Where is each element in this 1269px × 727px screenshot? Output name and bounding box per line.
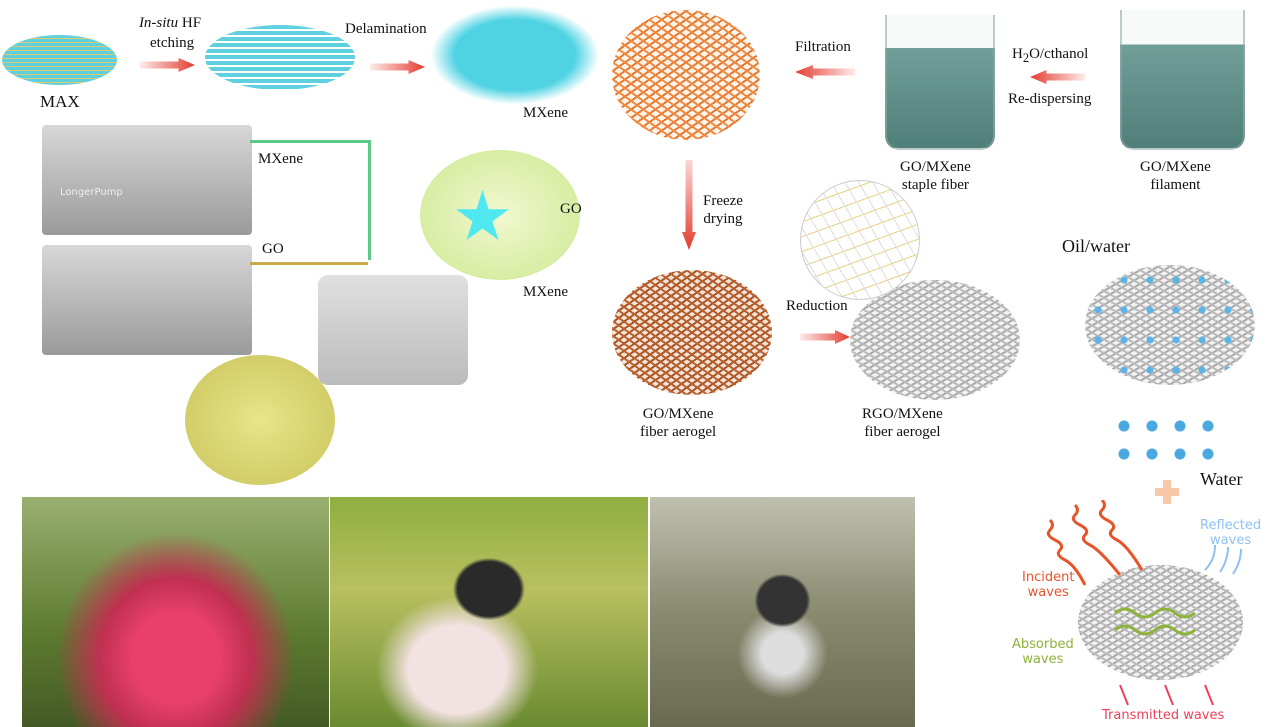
photo-aerogel-on-dandelion (650, 497, 915, 727)
arrow-delamination (370, 60, 425, 74)
reduction-label: Reduction (786, 298, 848, 314)
max-stack-illustration (2, 35, 117, 85)
delamination-label: Delamination (345, 21, 427, 37)
mxene-flakes-label: MXene (523, 105, 568, 121)
incident-wave-1 (1046, 518, 1087, 586)
mxene-tube (250, 140, 370, 143)
transmitted-arrows (1119, 684, 1214, 706)
mxene-flakes-illustration (430, 5, 600, 105)
staple-fiber-beaker (885, 15, 995, 150)
incident-wave-3 (1098, 500, 1144, 571)
incident-wave-2 (1071, 503, 1122, 576)
h2o-ethanol-label: H2O/cthanol (1012, 46, 1089, 65)
oil-water-aerogel-illustration (1085, 265, 1255, 385)
water-droplets (1110, 412, 1220, 467)
star-go-label: GO (560, 201, 582, 217)
fiber-magnified-inset (800, 180, 920, 300)
go-sheet-inset (185, 355, 335, 485)
transmitted-waves-label: Transmitted waves (1102, 708, 1225, 723)
photo-aerogel-on-white-flower (330, 497, 648, 727)
arrow-etching (140, 58, 195, 72)
oil-water-label: Oil/water (1062, 236, 1130, 256)
pump-brand-label: LongerPump (60, 187, 123, 198)
absorbed-wave-1 (1114, 607, 1196, 619)
reflected-arrows (1204, 544, 1242, 575)
filtration-label: Filtration (795, 39, 851, 55)
plus-icon (1155, 480, 1179, 504)
wave-arrows (1046, 500, 1242, 706)
redispersing-label: Re-dispersing (1008, 91, 1092, 107)
syringe-pump-bottom (42, 245, 252, 355)
star-mxene-label: MXene (523, 284, 568, 300)
rgo-aerogel-illustration (850, 280, 1020, 400)
go-tube (250, 262, 368, 265)
arrow-freeze-drying (682, 160, 696, 250)
absorbed-wave-2 (1114, 624, 1196, 636)
go-mxene-aerogel-illustration (612, 270, 772, 395)
arrow-filtration (795, 65, 855, 79)
filament-beaker (1120, 10, 1245, 150)
mxene-tube-vertical (368, 140, 371, 260)
arrow-redispersing (1030, 70, 1085, 84)
max-label: MAX (40, 92, 80, 111)
syringe-mxene-label: MXene (258, 151, 303, 167)
arrow-reduction (800, 330, 850, 344)
etching-label-2: etching (150, 35, 195, 51)
water-label: Water (1200, 469, 1243, 489)
syringe-go-label: GO (262, 241, 284, 257)
photo-aerogel-on-pink-flower (22, 497, 329, 727)
coagulation-bath (318, 275, 468, 385)
emi-aerogel-illustration (1078, 565, 1243, 680)
etched-stack-illustration (205, 25, 355, 90)
syringe-pump-top (42, 125, 252, 235)
etching-label: In-situ HF (138, 15, 202, 31)
go-mxene-mat-illustration (612, 10, 760, 140)
